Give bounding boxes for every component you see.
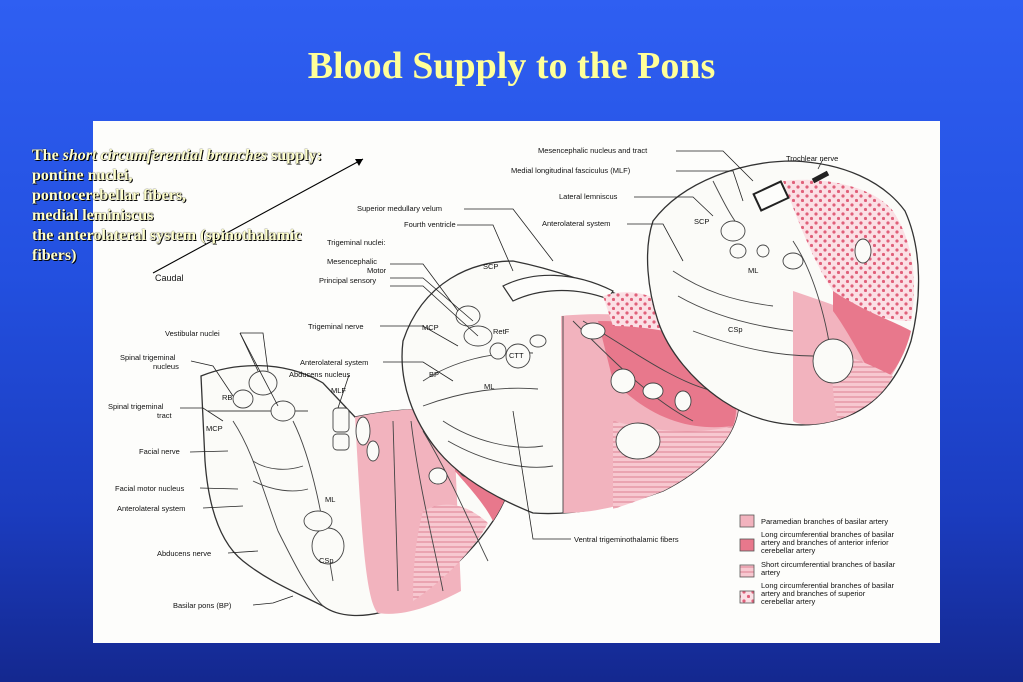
pons-diagram-svg: Mesencephalic nucleus and tract Trochlea…	[108, 146, 920, 617]
leader-lines	[152, 150, 824, 606]
legend-text-long-sca-3: cerebellar artery	[761, 597, 815, 606]
label-motor: Motor	[367, 266, 387, 275]
legend-swatch-short-circ	[739, 564, 755, 578]
caption-item-fibers: fibers)	[32, 247, 77, 264]
label-principal-sensory: Principal sensory	[319, 276, 376, 285]
abbr-csp-caudal: CSp	[319, 556, 334, 565]
legend-swatch-long-aica	[739, 538, 755, 552]
abbr-csp-rostral: CSp	[728, 325, 743, 334]
label-trigeminal-nerve: Trigeminal nerve	[308, 322, 364, 331]
abbr-scp-rostral: SCP	[694, 217, 709, 226]
label-lateral-lemniscus: Lateral lemniscus	[559, 192, 618, 201]
label-trochlear-nerve: Trochlear nerve	[786, 154, 838, 163]
label-ventral-trigeminothalamic: Ventral trigeminothalamic fibers	[574, 535, 679, 544]
short-circ-zone-caudal	[413, 504, 488, 601]
caption-line-1: The short circumferential branches suppl…	[32, 146, 412, 166]
label-mesencephalic: Mesencephalic	[327, 257, 377, 266]
rostral-pons-section	[646, 160, 920, 426]
caption-item-medial-lemniscus: medial leminiscus	[32, 207, 154, 224]
legend-swatch-long-sca	[739, 590, 755, 604]
caption-item-anterolateral: the anterolateral system (spinothalamic	[32, 227, 302, 244]
label-anterolateral-system-top: Anterolateral system	[542, 219, 610, 228]
label-anterolateral-system-low: Anterolateral system	[117, 504, 185, 513]
legend: Paramedian branches of basilar artery Lo…	[739, 514, 896, 606]
caption-italic-term: short circumferential branches	[62, 147, 268, 164]
legend-text-long-sca-2: artery and branches of superior	[761, 589, 866, 598]
dotted-zone-rostral	[783, 179, 914, 321]
legend-text-long-aica-2: artery and branches of anterior inferior	[761, 538, 889, 547]
abbr-ml-caudal: ML	[325, 495, 335, 504]
label-superior-medullary-velum: Superior medullary velum	[357, 204, 442, 213]
legend-swatch-paramedian	[739, 514, 755, 528]
long-circ-zone-rostral	[833, 291, 911, 386]
abbr-rb: RB	[222, 393, 232, 402]
label-spinal-trigeminal-nucleus-1: Spinal trigeminal	[120, 353, 176, 362]
legend-text-long-aica-1: Long circumferential branches of basilar	[761, 530, 894, 539]
abbr-mcp-caudal: MCP	[206, 424, 223, 433]
caption-prefix: The	[32, 147, 63, 164]
pons-cross-section-figure: Mesencephalic nucleus and tract Trochlea…	[93, 121, 940, 643]
label-spinal-trigeminal-tract-1: Spinal trigeminal	[108, 402, 164, 411]
caption-item-pontine-nuclei: pontine nuclei,	[32, 167, 133, 184]
label-vestibular-nuclei: Vestibular nuclei	[165, 329, 220, 338]
label-facial-motor-nucleus: Facial motor nucleus	[115, 484, 184, 493]
abbr-retf: RetF	[493, 327, 510, 336]
legend-text-short-circ-2: artery	[761, 568, 780, 577]
label-mlf-full: Medial longitudinal fasciculus (MLF)	[511, 166, 631, 175]
abbr-ctt: CTT	[509, 351, 524, 360]
caption-arrow	[152, 158, 364, 274]
caption-text-block: The short circumferential branches suppl…	[32, 146, 412, 266]
label-anterolateral-system-mid: Anterolateral system	[300, 358, 368, 367]
label-trigeminal-nuclei: Trigeminal nuclei:	[327, 238, 386, 247]
legend-text-short-circ-1: Short circumferential branches of basila…	[761, 560, 896, 569]
legend-text-long-sca-1: Long circumferential branches of basilar	[761, 581, 894, 590]
abbr-ml-rostral: ML	[748, 266, 758, 275]
diagram-labels: Mesencephalic nucleus and tract Trochlea…	[108, 146, 838, 610]
trochlear-nerve-stub	[811, 170, 830, 184]
abbr-bp: BP	[429, 370, 439, 379]
label-spinal-trigeminal-nucleus-2: nucleus	[153, 362, 179, 371]
abbr-scp-mid: SCP	[483, 262, 498, 271]
label-mesencephalic-nucleus-tract: Mesencephalic nucleus and tract	[538, 146, 648, 155]
slide-title: Blood Supply to the Pons	[307, 45, 716, 87]
label-caudal: Caudal	[155, 273, 184, 283]
legend-text-paramedian: Paramedian branches of basilar artery	[761, 517, 888, 526]
caption-item-pontocerebellar: pontocerebellar fibers,	[32, 187, 187, 204]
label-abducens-nucleus: Abducens nucleus	[289, 370, 351, 379]
abbr-mcp-mid: MCP	[422, 323, 439, 332]
label-fourth-ventricle: Fourth ventricle	[404, 220, 456, 229]
trochlear-nucleus-box	[752, 180, 790, 212]
label-abducens-nerve: Abducens nerve	[157, 549, 211, 558]
legend-text-long-aica-3: cerebellar artery	[761, 546, 815, 555]
abbr-ml-mid: ML	[484, 382, 494, 391]
caption-suffix: supply:	[267, 147, 322, 164]
label-spinal-trigeminal-tract-2: tract	[157, 411, 173, 420]
label-facial-nerve: Facial nerve	[139, 447, 180, 456]
abbr-mlf: MLF	[331, 386, 346, 395]
label-basilar-pons: Basilar pons (BP)	[173, 601, 232, 610]
